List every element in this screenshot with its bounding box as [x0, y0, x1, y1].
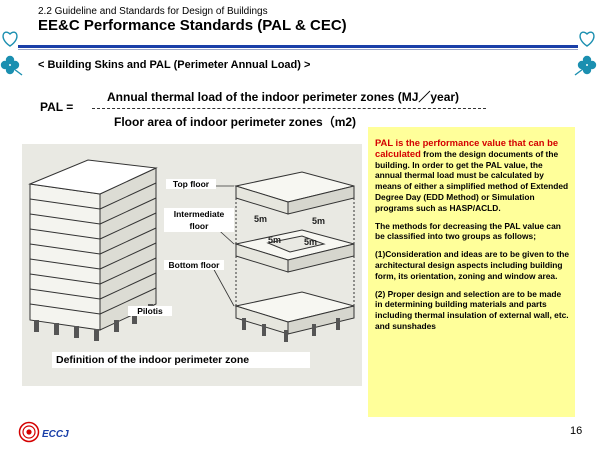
dim-label: 5m [254, 214, 267, 224]
notes-paragraph-1: PAL is the performance value that can be… [375, 137, 570, 214]
formula-numerator: Annual thermal load of the indoor perime… [107, 90, 460, 104]
eccj-logo-icon [18, 421, 40, 443]
notes-p1-rest: from the design documents of the buildin… [375, 148, 569, 213]
label-intermediate-line2: floor [189, 221, 209, 231]
notes-highlight: PAL is the performance value that can be… [375, 137, 559, 159]
slide-subtitle: 2.2 Guideline and Standards for Design o… [38, 6, 268, 17]
label-bottom-floor: Bottom floor [164, 260, 224, 270]
header-rule-thin [18, 49, 578, 50]
formula-denominator: Floor area of indoor perimeter zones（m2) [114, 115, 357, 129]
right-ornament-icon [574, 31, 597, 76]
notes-paragraph-4: (2) Proper design and selection are to b… [375, 288, 569, 331]
slide-title: EE&C Performance Standards (PAL & CEC) [38, 17, 347, 34]
notes-box [368, 127, 575, 417]
fraction-bar [92, 108, 486, 109]
notes-text: PAL is the performance value that can be… [375, 137, 570, 339]
page-number: 16 [570, 425, 583, 437]
label-intermediate-floor: Intermediate floor [164, 208, 234, 232]
figure-caption: Definition of the indoor perimeter zone [52, 352, 310, 368]
header-rule [18, 45, 578, 48]
dim-label: 5m [268, 235, 281, 245]
notes-paragraph-3: (1)Consideration and ideas are to be giv… [375, 249, 570, 281]
section-heading: < Building Skins and PAL (Perimeter Annu… [38, 59, 311, 71]
label-intermediate-line1: Intermediate [173, 209, 225, 219]
formula-lhs: PAL = [40, 100, 74, 114]
dim-label: 5m [304, 237, 317, 247]
label-pilotis: Pilotis [128, 306, 172, 316]
dim-label: 5m [312, 216, 325, 226]
notes-paragraph-2: The methods for decreasing the PAL value… [375, 220, 561, 242]
eccj-logo-text: ECCJ [42, 429, 69, 440]
left-ornament-icon [0, 31, 23, 76]
building-illustration: 5m 5m 5m 5m [28, 159, 355, 342]
label-top-floor: Top floor [166, 179, 216, 189]
